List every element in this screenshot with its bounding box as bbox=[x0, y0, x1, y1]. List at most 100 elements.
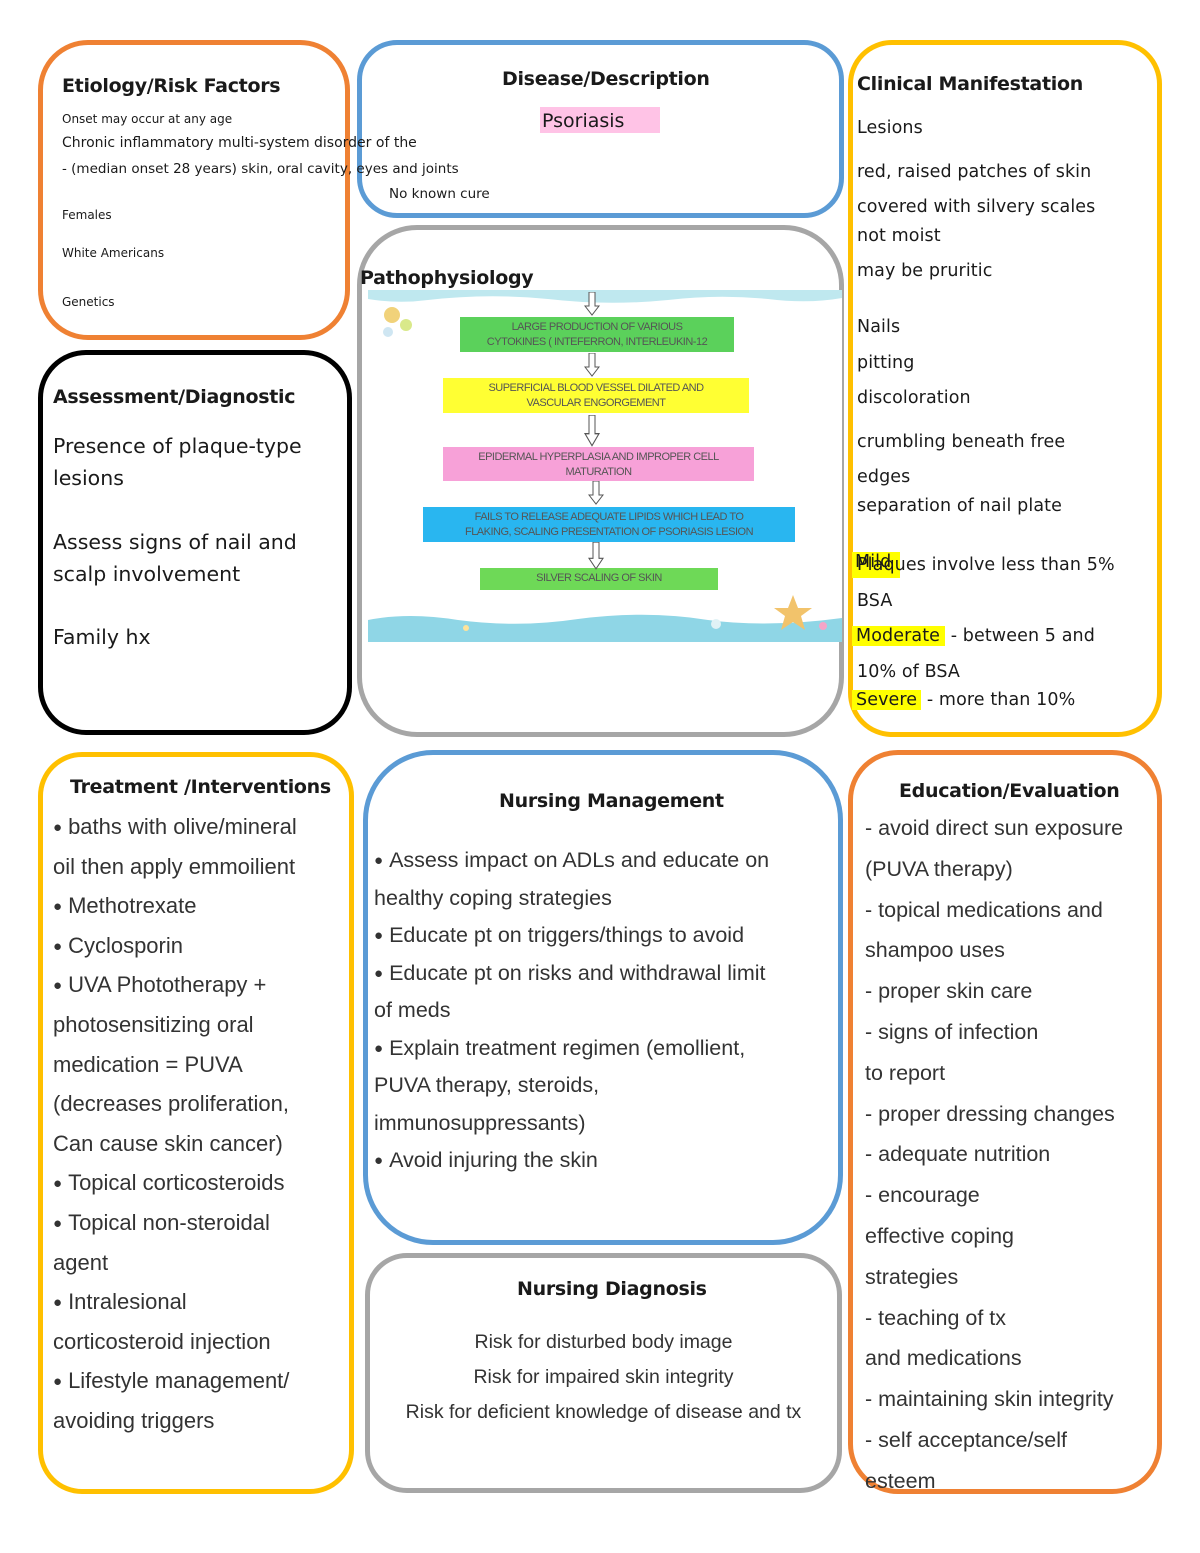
education-title: Education/Evaluation bbox=[899, 780, 1120, 802]
severe-line: Severe - more than 10% bbox=[852, 690, 1075, 710]
down-arrow-icon bbox=[584, 292, 600, 316]
clinical-line: crumbling beneath free bbox=[857, 432, 1066, 452]
clinical-line: may be pruritic bbox=[857, 261, 993, 281]
nursing-lines-line: Explain treatment regimen (emollient, bbox=[374, 1036, 745, 1061]
patho-step: SUPERFICIAL BLOOD VESSEL DILATED AND VAS… bbox=[443, 378, 749, 413]
clinical-line: discoloration bbox=[857, 388, 971, 408]
clinical-title: Clinical Manifestation bbox=[857, 73, 1083, 95]
down-arrow-icon bbox=[584, 353, 600, 377]
education-lines-line: and medications bbox=[865, 1346, 1022, 1371]
etiology-line: Onset may occur at any age bbox=[62, 112, 233, 126]
nursing-lines-line: Avoid injuring the skin bbox=[374, 1148, 598, 1173]
assessment-item: lesions bbox=[53, 466, 124, 490]
nursing-management-box bbox=[363, 750, 843, 1245]
education-lines-line: - adequate nutrition bbox=[865, 1142, 1051, 1167]
disease-box bbox=[357, 40, 844, 218]
disease-title: Disease/Description bbox=[502, 68, 710, 90]
assessment-box bbox=[38, 350, 352, 735]
education-lines-line: shampoo uses bbox=[865, 938, 1005, 963]
down-arrow-icon bbox=[588, 542, 604, 570]
treatment-lines-line: Lifestyle management/ bbox=[53, 1368, 289, 1394]
treatment-lines-line: oil then apply emmoilient bbox=[53, 853, 296, 879]
etiology-line: Females bbox=[62, 208, 112, 222]
moderate-line: Moderate - between 5 and bbox=[852, 626, 1095, 646]
education-lines-line: - avoid direct sun exposure bbox=[865, 816, 1124, 840]
etiology-line: Genetics bbox=[62, 295, 115, 309]
education-lines-line: - teaching of tx bbox=[865, 1305, 1007, 1330]
diagnosis-item: Risk for disturbed body image bbox=[474, 1331, 733, 1353]
treatment-box bbox=[38, 752, 354, 1494]
education-lines-line: to report bbox=[865, 1060, 946, 1085]
assessment-item: Assess signs of nail and bbox=[53, 530, 297, 554]
assessment-title: Assessment/Diagnostic bbox=[53, 386, 296, 408]
nursing-lines-line: healthy coping strategies bbox=[374, 885, 612, 910]
clinical-line: edges bbox=[857, 467, 911, 487]
etiology-title: Etiology/Risk Factors bbox=[62, 75, 281, 97]
education-lines-line: - proper skin care bbox=[865, 979, 1033, 1004]
treatment-lines-line: Cyclosporin bbox=[53, 933, 183, 959]
pathophysiology-diagram: LARGE PRODUCTION OF VARIOUS CYTOKINES ( … bbox=[368, 290, 842, 642]
nursing-title: Nursing Management bbox=[499, 790, 724, 812]
moderate-label: Moderate bbox=[852, 626, 946, 646]
severe-label: Severe bbox=[852, 690, 922, 710]
education-lines-line: effective coping bbox=[865, 1224, 1015, 1248]
nursing-diagnosis-box bbox=[365, 1253, 842, 1493]
treatment-lines-line: (decreases proliferation, bbox=[53, 1091, 290, 1117]
clinical-line: separation of nail plate bbox=[857, 496, 1062, 516]
nursing-lines-line: immunosuppressants) bbox=[374, 1110, 586, 1135]
mild-text-2: BSA bbox=[857, 591, 893, 611]
education-lines-line: strategies bbox=[865, 1264, 959, 1289]
treatment-lines-line: Topical corticosteroids bbox=[53, 1170, 284, 1196]
education-lines-line: esteem bbox=[865, 1468, 936, 1493]
treatment-lines-line: agent bbox=[53, 1249, 109, 1275]
treatment-lines-line: Intralesional bbox=[53, 1289, 187, 1315]
treatment-lines-line: avoiding triggers bbox=[53, 1408, 215, 1433]
diagnosis-item: Risk for impaired skin integrity bbox=[473, 1366, 734, 1388]
etiology-line: Chronic inflammatory multi-system disord… bbox=[62, 135, 417, 151]
down-arrow-icon bbox=[588, 481, 604, 505]
mild-label: Mild bbox=[852, 552, 900, 578]
assessment-item: Family hx bbox=[53, 625, 151, 649]
etiology-box bbox=[38, 40, 350, 340]
diagnosis-item: Risk for deficient knowledge of disease … bbox=[405, 1401, 802, 1423]
clinical-line: red, raised patches of skin bbox=[857, 162, 1092, 182]
treatment-lines-line: corticosteroid injection bbox=[53, 1328, 271, 1354]
education-lines-line: - encourage bbox=[865, 1183, 980, 1208]
patho-title: Pathophysiology bbox=[360, 267, 534, 289]
treatment-lines-line: baths with olive/mineral bbox=[53, 814, 297, 840]
disease-note: No known cure bbox=[389, 186, 490, 202]
patho-background bbox=[368, 290, 842, 642]
etiology-line: - (median onset 28 years) skin, oral cav… bbox=[62, 161, 459, 177]
clinical-line: Nails bbox=[857, 317, 901, 337]
clinical-box bbox=[848, 40, 1162, 737]
assessment-item: Presence of plaque-type bbox=[53, 434, 302, 458]
disease-name: Psoriasis bbox=[540, 107, 660, 133]
education-lines-line: (PUVA therapy) bbox=[865, 856, 1013, 881]
clinical-line: Lesions bbox=[857, 118, 923, 138]
education-lines-line: - maintaining skin integrity bbox=[865, 1387, 1114, 1412]
clinical-line: not moist bbox=[857, 226, 941, 246]
patho-step: LARGE PRODUCTION OF VARIOUS CYTOKINES ( … bbox=[460, 317, 734, 352]
diagnosis-title: Nursing Diagnosis bbox=[517, 1278, 707, 1300]
nursing-lines-line: of meds bbox=[374, 998, 451, 1022]
treatment-title: Treatment /Interventions bbox=[70, 776, 331, 798]
clinical-line: covered with silvery scales bbox=[857, 197, 1096, 217]
patho-step: FAILS TO RELEASE ADEQUATE LIPIDS WHICH L… bbox=[423, 507, 795, 542]
treatment-lines-line: photosensitizing oral bbox=[53, 1012, 254, 1037]
treatment-lines-line: Methotrexate bbox=[53, 893, 196, 919]
education-lines-line: - proper dressing changes bbox=[865, 1101, 1115, 1126]
education-lines-line: - signs of infection bbox=[865, 1020, 1039, 1044]
clinical-line: pitting bbox=[857, 353, 915, 373]
severe-text: - more than 10% bbox=[921, 690, 1076, 710]
down-arrow-icon bbox=[584, 415, 600, 447]
treatment-lines-line: Can cause skin cancer) bbox=[53, 1130, 283, 1156]
etiology-line: White Americans bbox=[62, 246, 165, 260]
nursing-lines-line: Educate pt on triggers/things to avoid bbox=[374, 923, 744, 948]
moderate-text: - between 5 and bbox=[945, 626, 1095, 646]
nursing-lines-line: PUVA therapy, steroids, bbox=[374, 1073, 600, 1097]
mild-text: Plaques involve less than 5% bbox=[857, 555, 1115, 575]
assessment-item: scalp involvement bbox=[53, 562, 241, 586]
education-lines-line: - self acceptance/self bbox=[865, 1428, 1067, 1452]
treatment-lines-line: medication = PUVA bbox=[53, 1051, 243, 1077]
patho-step: EPIDERMAL HYPERPLASIA AND IMPROPER CELL … bbox=[443, 447, 754, 481]
